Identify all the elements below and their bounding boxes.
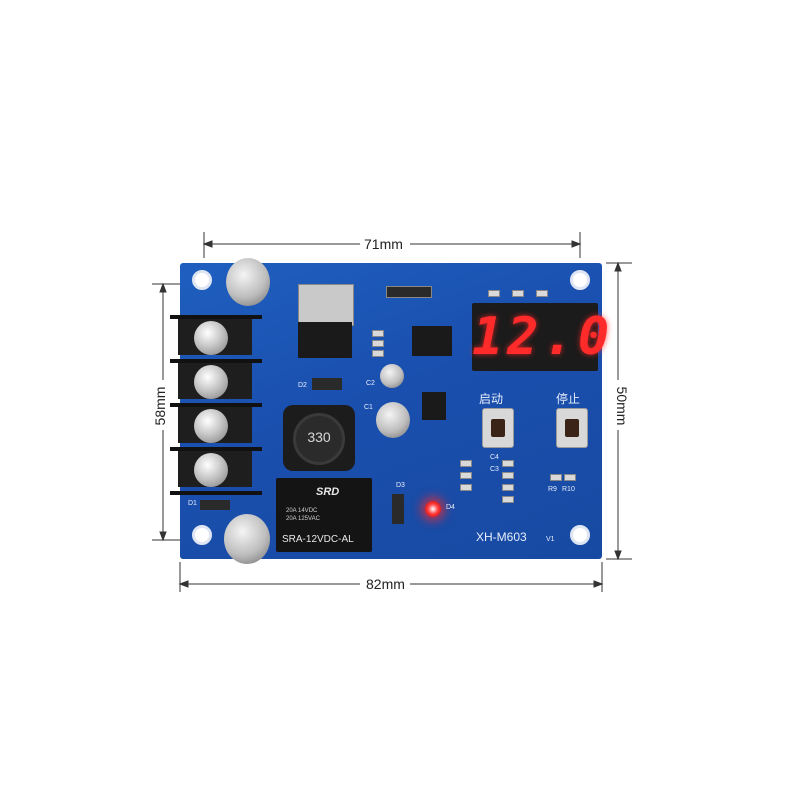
header-pins [386,286,432,298]
smd-resistor [460,484,472,491]
smd-resistor [460,460,472,467]
smd-resistor [536,290,548,297]
board-model: XH-M603 [476,530,527,544]
power-inductor: 330 [283,405,355,471]
label-d4: D4 [446,504,455,511]
smd-resistor [502,472,514,479]
voltage-regulator-sot [422,392,446,420]
dimension-bottom-label: 82mm [366,576,405,592]
diode-d2 [312,378,342,390]
smd-resistor [372,330,384,337]
smd-resistor [502,460,514,467]
mounting-hole-top-right [570,270,590,290]
label-d1: D1 [188,500,197,507]
smd-resistor [564,474,576,481]
dimension-top-label: 71mm [364,236,403,252]
relay: SRD 20A 14VDC 20A 125VAC SRA-12VDC-AL [276,478,372,552]
label-c2: C2 [366,380,375,387]
terminal-screw-1 [194,321,228,355]
diode-d1 [200,500,230,510]
relay-rating-2: 20A 125VAC [286,516,320,522]
regulator-ic [298,322,352,358]
diode-d3 [392,494,404,524]
controller-ic [412,326,452,356]
relay-rating-1: 20A 14VDC [286,508,318,514]
inductor-marking: 330 [307,429,331,445]
stop-button[interactable] [556,408,588,448]
stop-button-label: 停止 [556,392,581,406]
start-button-label: 启动 [479,392,504,406]
board-version: V1 [546,536,555,543]
smd-resistor [460,472,472,479]
smd-resistor [488,290,500,297]
dimension-left-label: 58mm [152,386,168,426]
terminal-screw-3 [194,409,228,443]
smd-resistor [372,340,384,347]
smd-resistor [550,474,562,481]
smd-resistor [502,496,514,503]
terminal-screw-2 [194,365,228,399]
label-r9: R9 [548,486,557,493]
seven-segment-display: 12.0 [472,303,614,371]
mounting-hole-top-left [192,270,212,290]
label-r10: R10 [562,486,575,493]
label-c3: C3 [490,466,499,473]
voltage-reading: 12.0 [472,307,614,367]
label-c4: C4 [490,454,499,461]
terminal-screw-4 [194,453,228,487]
mounting-hole-bottom-right [570,525,590,545]
label-d2: D2 [298,382,307,389]
status-led [425,501,441,517]
capacitor-c2 [380,364,404,388]
mounting-hole-bottom-left [192,525,212,545]
regulator-heatsink [298,284,354,326]
dimension-right-label: 50mm [614,386,630,426]
smd-resistor [512,290,524,297]
relay-brand: SRD [316,486,340,498]
label-c1: C1 [364,404,373,411]
relay-model: SRA-12VDC-AL [282,534,354,545]
start-button[interactable] [482,408,514,448]
label-d3: D3 [396,482,405,489]
capacitor-bottom-left [224,514,270,564]
capacitor-top-left [226,258,270,306]
screw-terminal-block [170,315,262,495]
smd-resistor [372,350,384,357]
capacitor-c1 [376,402,410,438]
smd-resistor [502,484,514,491]
